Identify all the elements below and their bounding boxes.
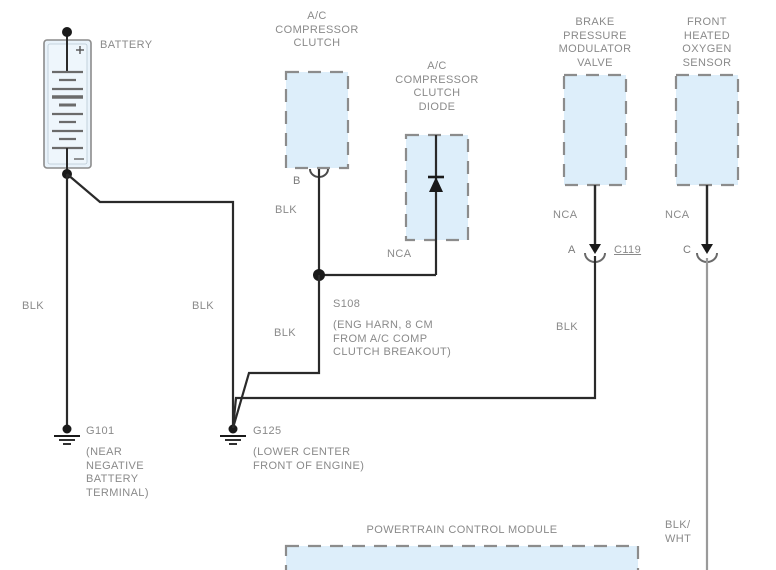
o2-terminal-c-label: C xyxy=(683,244,692,256)
ac-compressor-clutch-box xyxy=(284,70,350,170)
front-heated-oxygen-sensor-label: FRONT HEATED OXYGEN SENSOR xyxy=(682,16,732,69)
wire-label-battery-left-blk: BLK xyxy=(22,300,44,312)
connector-c119-label: C119 xyxy=(614,244,642,256)
battery-label: BATTERY xyxy=(100,39,153,51)
wire-label-diode-nca: NCA xyxy=(387,248,412,260)
powertrain-control-module-box xyxy=(284,544,640,570)
wire-battery-to-g125 xyxy=(66,173,235,428)
wire-label-o2-nca: NCA xyxy=(665,209,690,221)
ground-g125-note: (LOWER CENTER FRONT OF ENGINE) xyxy=(253,446,365,472)
brake-pressure-modulator-valve-label: BRAKE PRESSURE MODULATOR VALVE xyxy=(558,16,632,69)
ground-symbol-g125 xyxy=(220,424,246,445)
ac-clutch-terminal-b-label: B xyxy=(293,175,301,187)
wire-label-battery-right-blk: BLK xyxy=(192,300,214,312)
splice-s108-note: (ENG HARN, 8 CM FROM A/C COMP CLUTCH BRE… xyxy=(333,319,452,358)
ground-g125-label: G125 xyxy=(253,425,282,437)
ac-clutch-terminal-connector xyxy=(309,168,329,275)
wire-s108-to-g125 xyxy=(231,275,321,429)
ac-compressor-clutch-diode-label: A/C COMPRESSOR CLUTCH DIODE xyxy=(395,60,479,113)
splice-s108-label: S108 xyxy=(333,298,361,310)
wire-label-s108-blk: BLK xyxy=(274,327,296,339)
powertrain-control-module-label: POWERTRAIN CONTROL MODULE xyxy=(366,524,558,536)
wire-label-bpmv-blk: BLK xyxy=(556,321,578,333)
wire-label-ac-clutch-blk: BLK xyxy=(275,204,297,216)
ground-g101-label: G101 xyxy=(86,425,115,437)
front-heated-oxygen-sensor-box xyxy=(674,73,740,570)
wire-label-o2-blkwht: BLK/ WHT xyxy=(665,519,692,545)
ground-symbol-g101 xyxy=(54,424,80,445)
ac-compressor-clutch-label: A/C COMPRESSOR CLUTCH xyxy=(275,10,359,49)
ground-g101-note: (NEAR NEGATIVE BATTERY TERMINAL) xyxy=(86,446,149,499)
brake-pressure-modulator-valve-box xyxy=(231,73,628,429)
wire-label-bpmv-nca: NCA xyxy=(553,209,578,221)
bpmv-terminal-a-label: A xyxy=(568,244,576,256)
battery-symbol xyxy=(43,27,92,179)
ac-compressor-clutch-diode-box xyxy=(404,133,470,275)
